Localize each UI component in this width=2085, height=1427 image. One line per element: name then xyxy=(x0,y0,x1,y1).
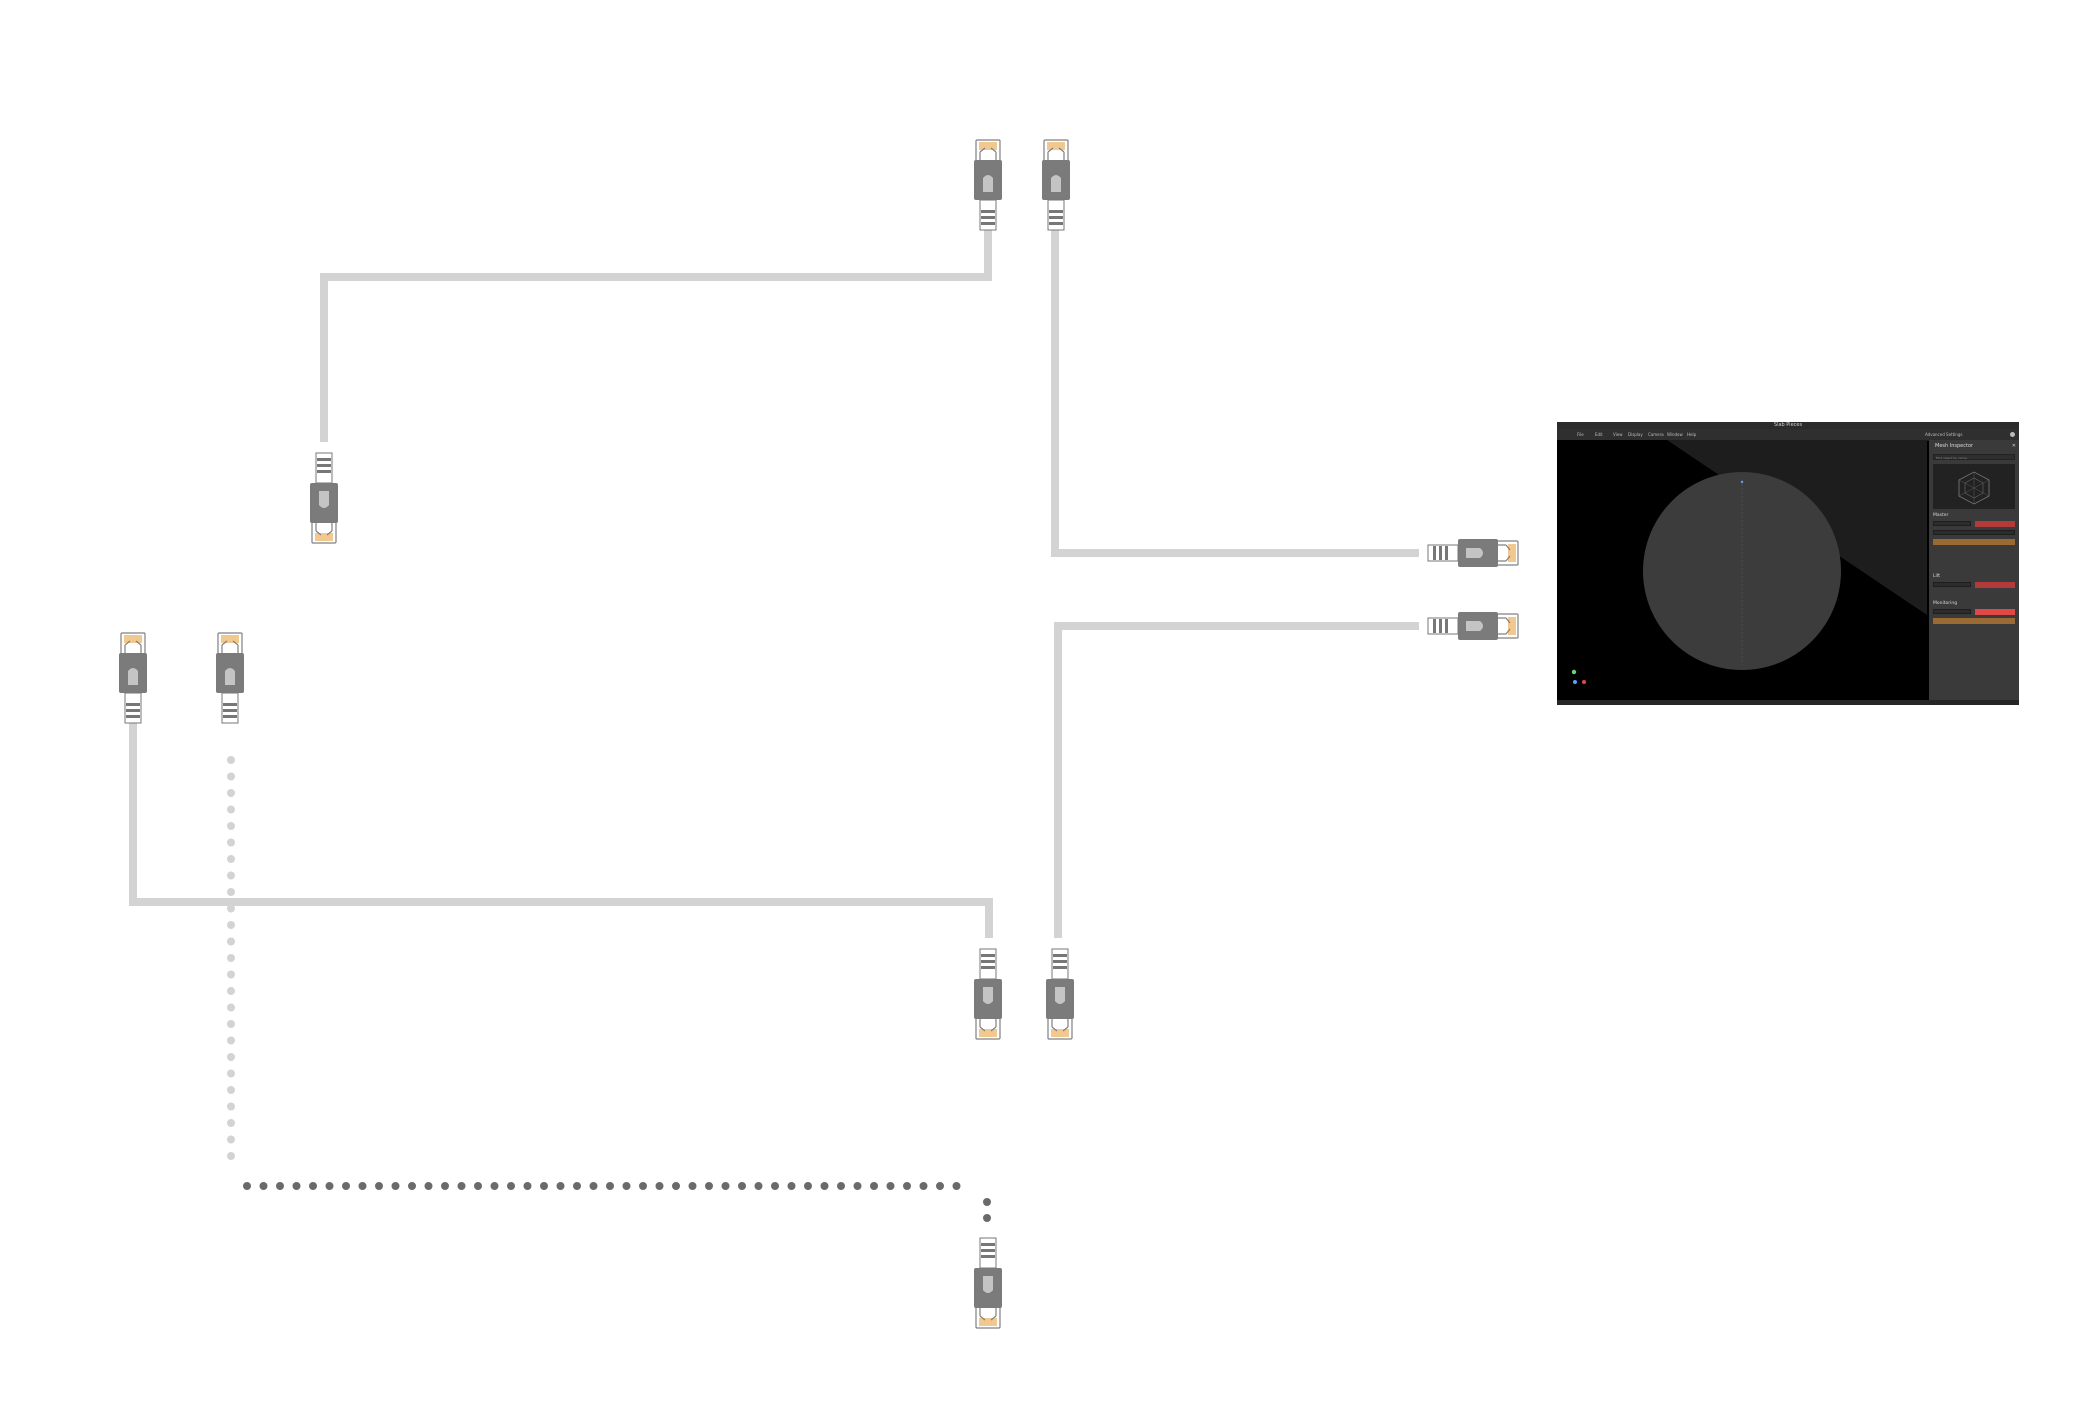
axis-gizmo xyxy=(1571,669,1586,684)
menu-display[interactable]: Display xyxy=(1628,432,1643,437)
settings-icon[interactable] xyxy=(2010,432,2015,437)
3d-viewport[interactable] xyxy=(1557,440,1927,700)
lift-field[interactable] xyxy=(1933,582,1971,587)
rj45-plug-bottom-1 xyxy=(973,948,1003,1040)
cable-top-left xyxy=(320,224,992,442)
app-statusbar xyxy=(1557,700,2019,705)
cable-lower-right xyxy=(1054,622,1419,938)
app-title: Slab Pieces xyxy=(1773,422,1803,428)
monitoring-field[interactable] xyxy=(1933,609,1971,614)
rj45-plug-left-down xyxy=(309,452,339,544)
master-field[interactable] xyxy=(1933,521,1971,526)
advanced-settings-toggle[interactable]: Advanced Settings xyxy=(1925,432,1963,437)
app-titlebar: Slab Pieces xyxy=(1557,422,2019,429)
cable-dot xyxy=(983,1198,991,1206)
panel-title: Mesh Inspector xyxy=(1935,443,1974,449)
menu-camera[interactable]: Camera xyxy=(1648,432,1664,437)
rj45-plug-bottom-single xyxy=(973,1237,1003,1329)
master-dropdown[interactable] xyxy=(1933,530,2015,535)
close-icon[interactable]: ✕ xyxy=(2011,443,2016,449)
master-apply-button[interactable] xyxy=(1933,539,2015,545)
rj45-plug-top-1 xyxy=(973,139,1003,231)
menu-window[interactable]: Window xyxy=(1667,432,1683,437)
rj45-plug-left-1 xyxy=(118,632,148,724)
menu-file[interactable]: File xyxy=(1577,432,1584,437)
section-lift[interactable]: Lift xyxy=(1933,574,1941,579)
mesh-inspector-panel: Mesh Inspector ✕ Find object by name... … xyxy=(1929,440,2019,700)
lift-action-button[interactable] xyxy=(1975,582,2015,588)
app-menubar: File Edit View Display Camera Window Hel… xyxy=(1557,429,2019,441)
viewport-guides xyxy=(1740,480,1744,665)
menu-help[interactable]: Help xyxy=(1687,432,1697,437)
rj45-plug-right-2 xyxy=(1427,611,1519,641)
cable-dot xyxy=(983,1214,991,1222)
menu-edit[interactable]: Edit xyxy=(1595,432,1603,437)
cable-left xyxy=(129,710,993,938)
mesh-preview xyxy=(1933,464,2015,509)
monitoring-action-button[interactable] xyxy=(1975,609,2015,615)
cable-top-right xyxy=(1051,224,1419,557)
monitoring-apply-button[interactable] xyxy=(1933,618,2015,624)
section-master[interactable]: Master xyxy=(1933,513,1949,518)
rj45-plug-bottom-2 xyxy=(1045,948,1075,1040)
master-action-button[interactable] xyxy=(1975,521,2015,527)
rj45-plug-left-2 xyxy=(215,632,245,724)
app-screenshot: Slab Pieces File Edit View Display Camer… xyxy=(1557,422,2019,705)
rj45-plug-right-1 xyxy=(1427,538,1519,568)
section-monitoring[interactable]: Monitoring xyxy=(1933,601,1958,606)
object-search-input[interactable]: Find object by name... xyxy=(1933,454,2015,460)
rj45-plug-top-2 xyxy=(1041,139,1071,231)
menu-view[interactable]: View xyxy=(1613,432,1623,437)
